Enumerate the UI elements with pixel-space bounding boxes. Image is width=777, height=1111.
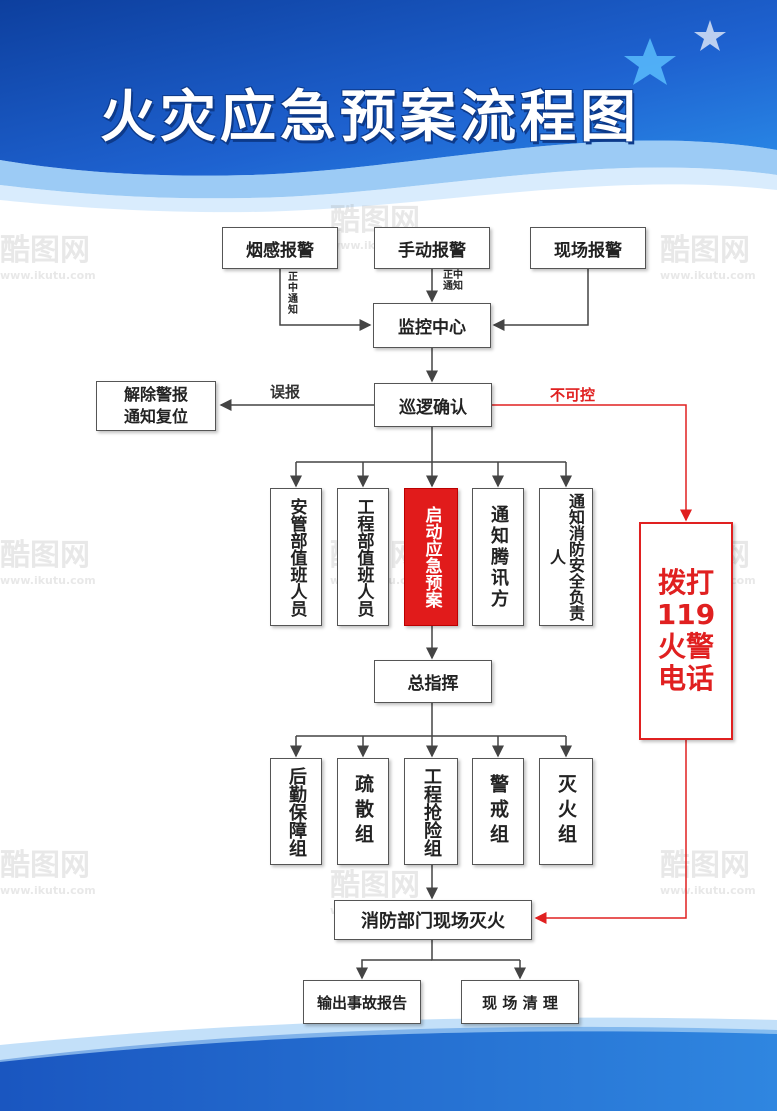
node-rescue: 工程抢险组 [404,758,458,865]
node-guard: 警戒组 [472,758,524,865]
edge-firedept-to-report [356,959,432,980]
node-evacuation: 疏散组 [337,758,389,865]
node-manual-alarm: 手动报警 [374,227,490,269]
node-security-staff: 安管部值班人员 [270,488,322,626]
star-icon [624,38,676,85]
node-cancel-alarm: 解除警报 通知复位 [96,381,216,431]
node-start-plan: 启动应急预案 [404,488,458,626]
node-commander: 总指挥 [374,660,492,703]
edge-smoke-to-monitor [279,268,372,331]
edge-label-uncontrollable: 不可控 [550,386,596,404]
page-title: 火灾应急预案流程图 [100,85,640,150]
node-fire-fighting: 灭火组 [539,758,593,865]
edge-firedept-branch [431,940,520,961]
header-banner [0,0,777,176]
node-cleanup: 现 场 清 理 [461,980,579,1024]
node-onsite-alarm: 现场报警 [530,227,646,269]
node-monitor-center: 监控中心 [373,303,491,348]
node-engineering-staff: 工程部值班人员 [337,488,389,626]
node-call-119: 拨打119火警电话 [639,522,733,740]
edge-label-notify-mid: 正中 通知 [443,270,463,292]
edge-onsite-to-monitor [492,268,589,331]
node-logistics: 后勤保障组 [270,758,322,865]
footer-wave [0,1026,777,1111]
node-report: 输出事故报告 [303,980,421,1024]
edge-119-to-firedept [534,740,687,924]
node-notify-tengxun: 通知腾讯方 [472,488,524,626]
header-wave-light [0,167,777,213]
node-fire-dept: 消防部门现场灭火 [334,900,532,940]
footer-wave-light [0,1017,777,1062]
edge-label-notify-left: 正中 通知 [288,272,298,316]
node-patrol-confirm: 巡逻确认 [374,383,492,427]
star-icon [694,20,726,51]
node-notify-fire-officer: 通知消防安全负责人 [539,488,593,626]
header-wave [0,140,777,199]
node-smoke-alarm: 烟感报警 [222,227,338,269]
edge-label-false-alarm: 误报 [270,383,301,401]
edge-patrol-to-119 [492,404,692,522]
